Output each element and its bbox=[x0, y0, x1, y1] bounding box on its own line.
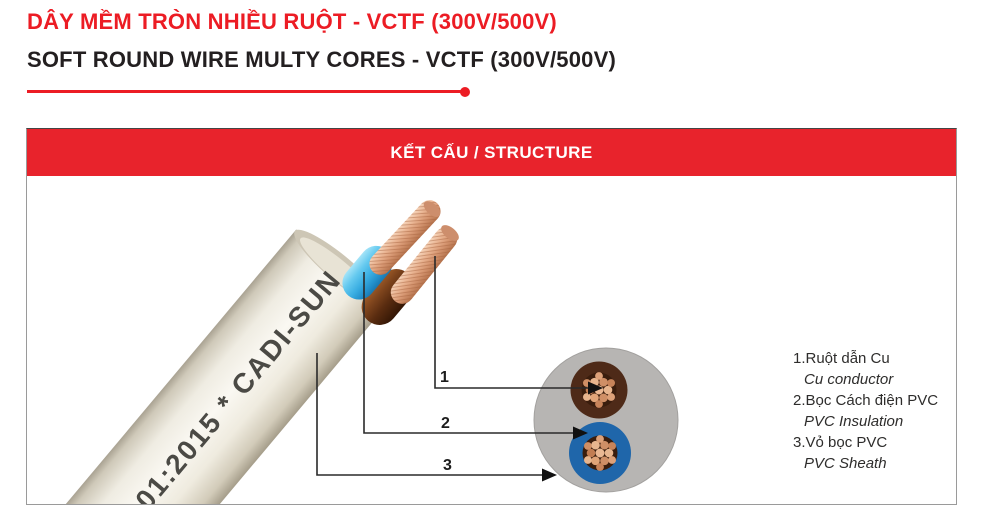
legend-item-sheath: 3.Vỏ bọc PVC PVC Sheath bbox=[793, 432, 953, 474]
legend-sheath-vi: 3.Vỏ bọc PVC bbox=[793, 434, 888, 451]
legend-insulation-en: PVC Insulation bbox=[804, 413, 904, 430]
structure-panel-content: 01:2015 * CADI-SUN bbox=[27, 176, 956, 504]
legend-insulation-vi: 2.Bọc Cách điện PVC bbox=[793, 392, 939, 409]
leader-arrow-3 bbox=[542, 468, 557, 482]
structure-panel-title: KẾT CẤU / STRUCTURE bbox=[390, 142, 593, 162]
callout-label-3: 3 bbox=[443, 457, 452, 474]
leader-arrow-1 bbox=[588, 381, 603, 395]
legend-conductor-vi: 1.Ruột dẫn Cu bbox=[793, 350, 890, 367]
cable-sheath bbox=[27, 229, 387, 504]
callout-label-1: 1 bbox=[440, 369, 449, 386]
structure-panel-header: KẾT CẤU / STRUCTURE bbox=[27, 129, 956, 176]
structure-panel: KẾT CẤU / STRUCTURE bbox=[26, 128, 957, 505]
cable-body-group: 01:2015 * CADI-SUN bbox=[27, 229, 387, 504]
structure-legend: 1.Ruột dẫn Cu Cu conductor 2.Bọc Cách đi… bbox=[793, 348, 953, 474]
cable-cross-section bbox=[533, 347, 679, 493]
red-divider-line bbox=[27, 90, 461, 93]
page-title-vietnamese: DÂY MỀM TRÒN NHIỀU RUỘT - VCTF (300V/500… bbox=[27, 9, 557, 34]
leader-line-3 bbox=[316, 353, 543, 476]
cable-structure-illustration: 01:2015 * CADI-SUN bbox=[27, 200, 679, 504]
callout-label-2: 2 bbox=[441, 415, 450, 432]
leader-line-1 bbox=[434, 256, 589, 389]
legend-item-insulation: 2.Bọc Cách điện PVC PVC Insulation bbox=[793, 390, 953, 432]
legend-conductor-en: Cu conductor bbox=[804, 371, 894, 388]
page-title-english: SOFT ROUND WIRE MULTY CORES - VCTF (300V… bbox=[27, 47, 617, 72]
leader-line-2 bbox=[363, 272, 574, 434]
leader-arrow-2 bbox=[573, 426, 588, 440]
copper-strand-left bbox=[369, 200, 441, 275]
red-divider-end-dot bbox=[460, 86, 470, 97]
copper-strand-right bbox=[390, 225, 459, 304]
legend-sheath-en: PVC Sheath bbox=[804, 455, 887, 472]
legend-item-conductor: 1.Ruột dẫn Cu Cu conductor bbox=[793, 348, 953, 390]
